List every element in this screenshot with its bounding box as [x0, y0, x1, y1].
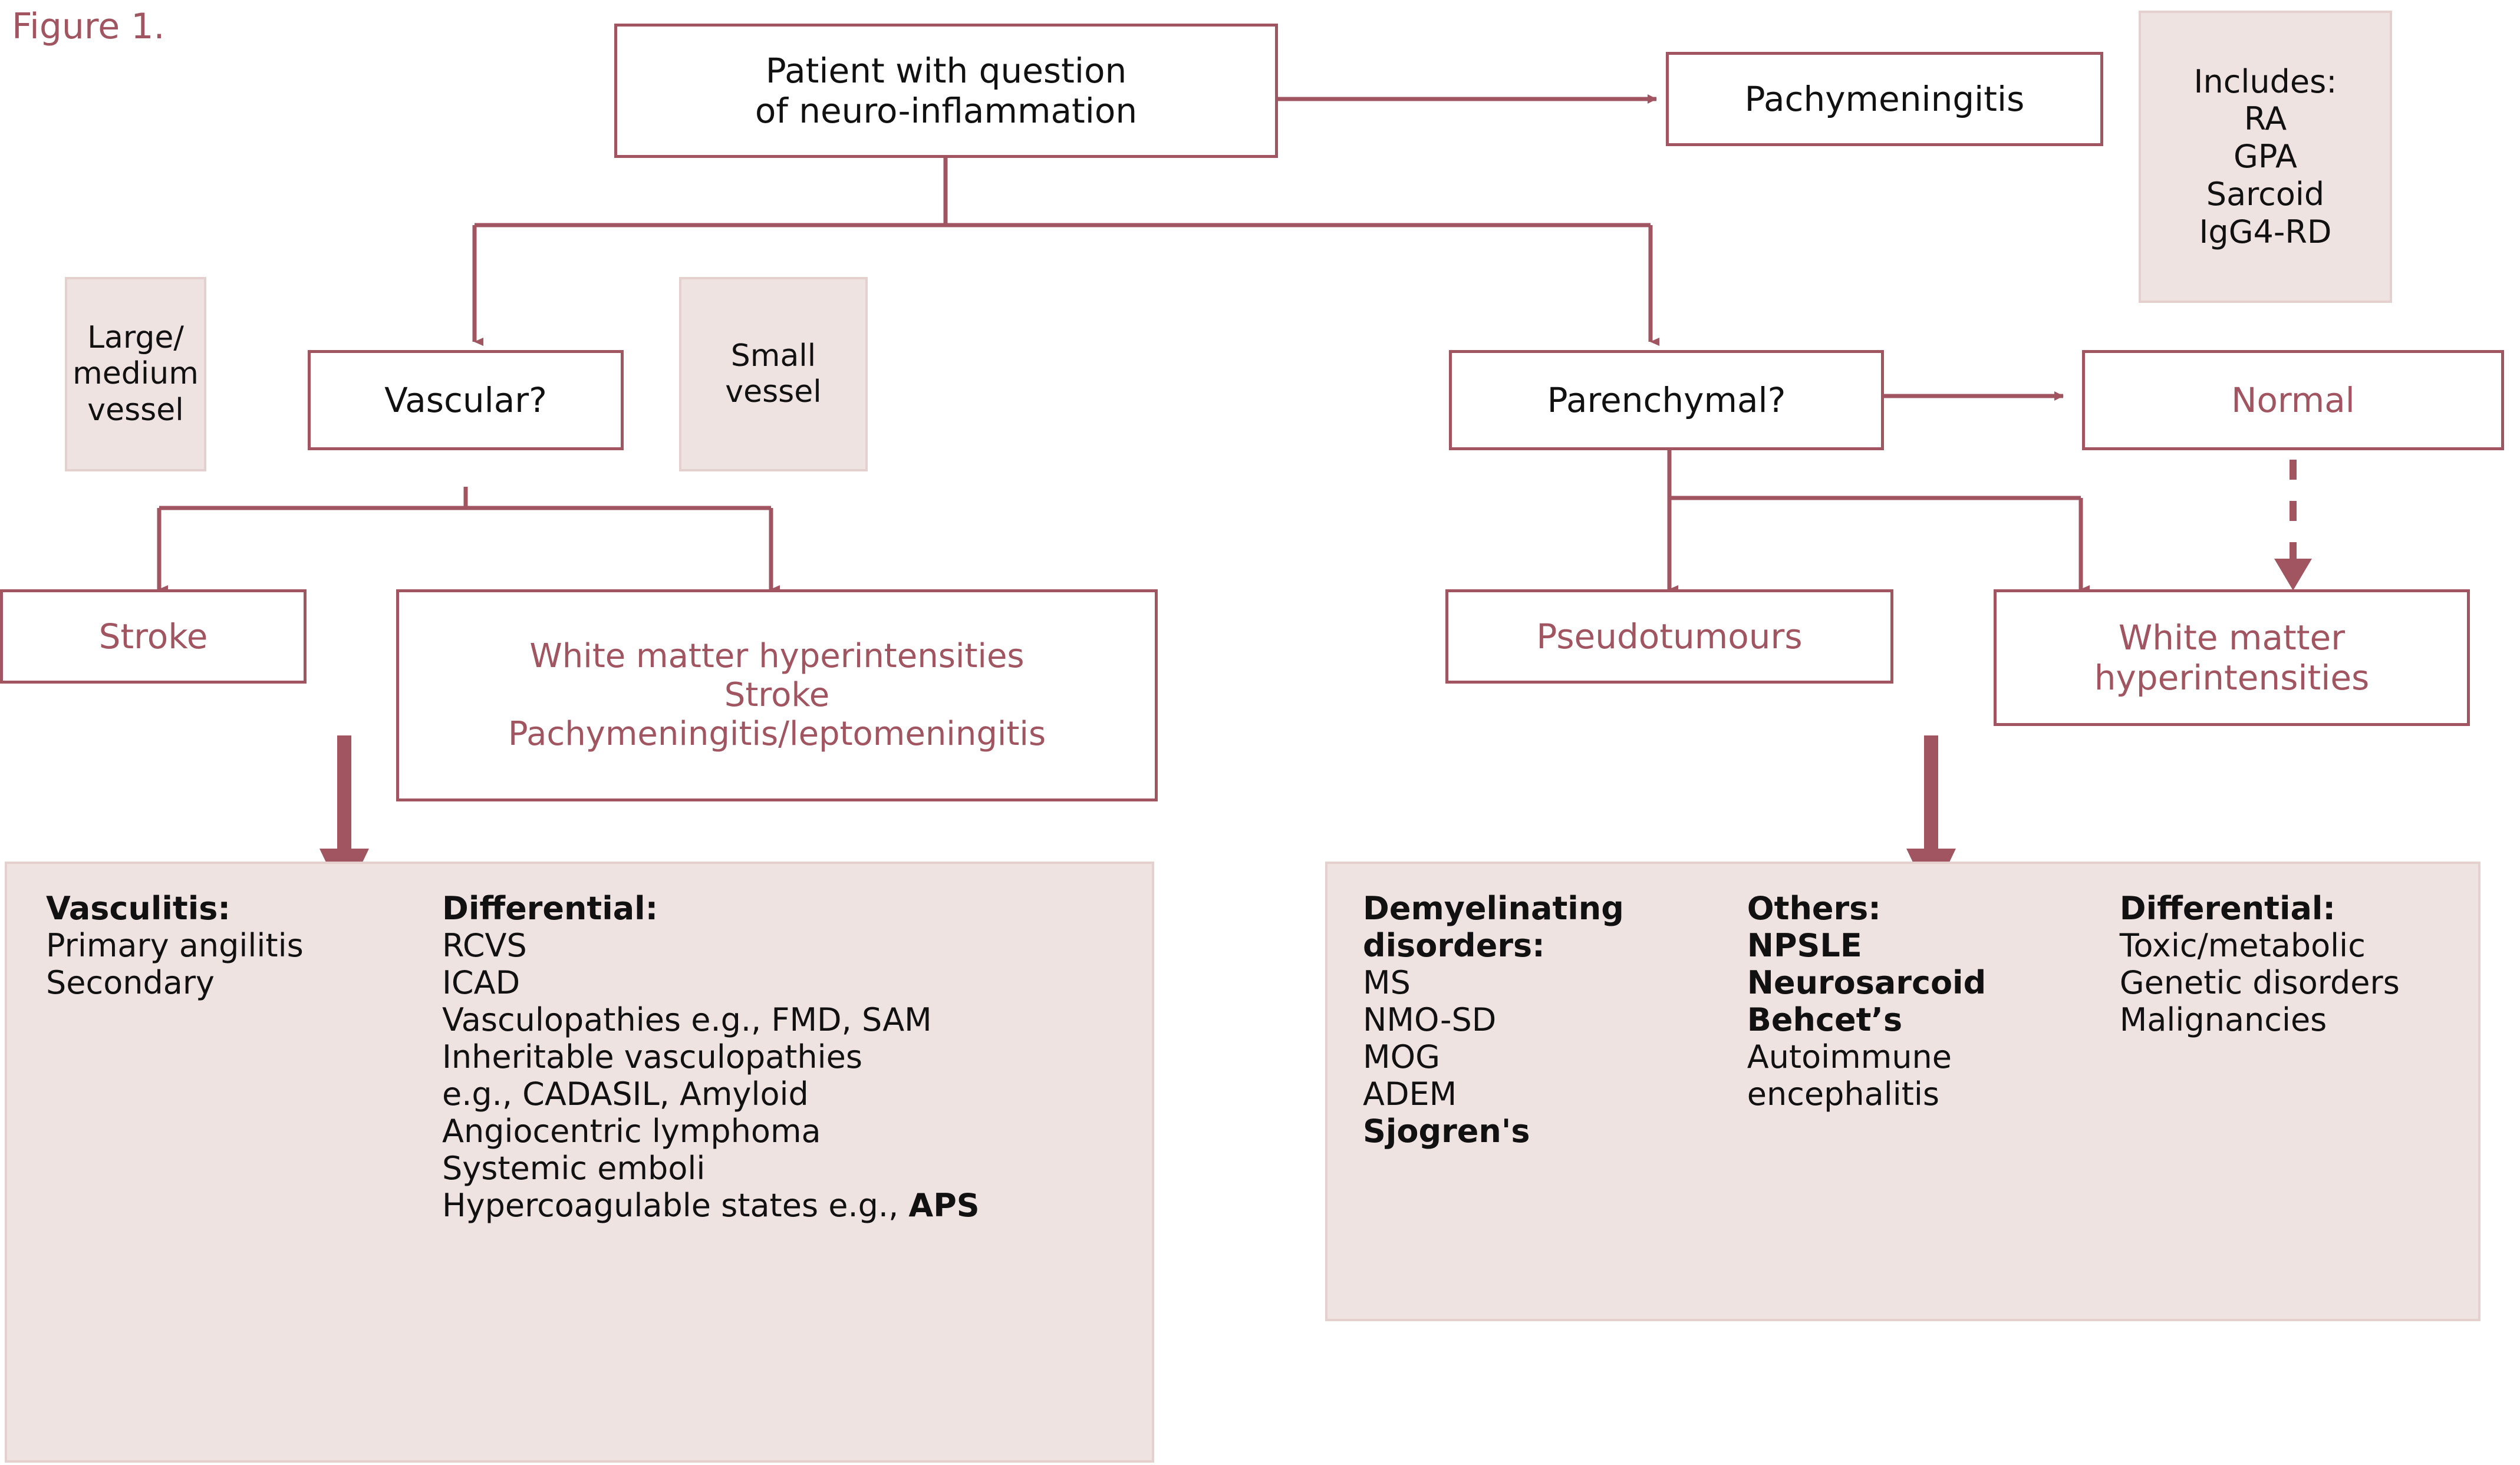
wmh-left-line3: Pachymeningitis/leptomeningitis: [508, 715, 1046, 754]
left-differential-line-0: RCVS: [442, 927, 527, 964]
left-differential-last-bold: APS: [908, 1187, 980, 1224]
node-wmh-right[interactable]: White matter hyperintensities: [1994, 589, 2470, 726]
demyelinating-heading-line2: disorders:: [1363, 927, 1545, 964]
panel-right-columns: Demyelinating disorders: MS NMO-SD MOG A…: [1325, 862, 2481, 1349]
small-vessel-line2: vessel: [725, 374, 822, 410]
demyelinating-line-1: NMO-SD: [1363, 1001, 1497, 1038]
panel-right-col-differential: Differential: Toxic/metabolic Genetic di…: [2120, 890, 2481, 1349]
wmh-right-line2: hyperintensities: [2094, 658, 2370, 698]
node-root-line2: of neuro-inflammation: [755, 91, 1138, 131]
panel-right-col-demyelinating: Demyelinating disorders: MS NMO-SD MOG A…: [1325, 890, 1747, 1349]
others-line-0: Autoimmune: [1747, 1038, 1952, 1075]
node-pachymeningitis[interactable]: Pachymeningitis: [1666, 52, 2103, 146]
others-bold-line-0: NPSLE: [1747, 927, 1862, 964]
panel-left-col-vasculitis: Vasculitis: Primary angilitis Secondary: [5, 890, 442, 1465]
small-vessel-line1: Small: [730, 338, 816, 374]
node-vascular-label: Vascular?: [384, 380, 547, 420]
node-parenchymal-label: Parenchymal?: [1547, 380, 1786, 420]
node-includes: Includes: RA GPA Sarcoid IgG4-RD: [2139, 11, 2392, 303]
includes-item-3: IgG4-RD: [2199, 213, 2332, 250]
panel-left-columns: Vasculitis: Primary angilitis Secondary …: [5, 862, 1154, 1465]
node-small-vessel: Small vessel: [679, 277, 868, 471]
node-large-medium-vessel: Large/ medium vessel: [65, 277, 206, 471]
arrowhead-normal-dashed: [2274, 559, 2312, 590]
includes-title: Includes:: [2193, 62, 2337, 100]
panel-right-col-others: Others: NPSLE Neurosarcoid Behcet’s Auto…: [1747, 890, 2120, 1349]
right-differential-line-1: Genetic disorders: [2119, 964, 2400, 1001]
node-pseudotumours[interactable]: Pseudotumours: [1445, 589, 1893, 684]
panel-parenchymal-differential: [1325, 862, 2481, 1321]
right-differential-heading: Differential:: [2119, 890, 2336, 927]
node-parenchymal[interactable]: Parenchymal?: [1449, 350, 1884, 450]
vasculitis-heading: Vasculitis:: [46, 890, 230, 927]
left-differential-line-2: Vasculopathies e.g., FMD, SAM: [442, 1001, 932, 1038]
includes-item-1: GPA: [2234, 138, 2297, 176]
wmh-left-line2: Stroke: [724, 675, 830, 714]
others-bold-line-1: Neurosarcoid: [1747, 964, 1987, 1001]
vasculitis-line-0: Primary angilitis: [46, 927, 304, 964]
left-differential-last-prefix: Hypercoagulable states e.g.,: [442, 1187, 909, 1224]
right-differential-line-2: Malignancies: [2119, 1001, 2327, 1038]
panel-vascular-differential: [5, 862, 1154, 1463]
figure-label: Figure 1.: [12, 6, 165, 47]
demyelinating-heading-line1: Demyelinating: [1363, 890, 1624, 927]
wmh-right-line1: White matter: [2118, 617, 2346, 658]
left-differential-line-6: Systemic emboli: [442, 1150, 706, 1187]
node-root-line1: Patient with question: [765, 50, 1127, 91]
node-pachymeningitis-label: Pachymeningitis: [1744, 78, 2025, 119]
left-differential-line-3: Inheritable vasculopathies: [442, 1038, 862, 1075]
node-normal[interactable]: Normal: [2082, 350, 2504, 450]
left-differential-line-4: e.g., CADASIL, Amyloid: [442, 1075, 809, 1113]
node-root[interactable]: Patient with question of neuro-inflammat…: [614, 24, 1278, 158]
node-pseudotumours-label: Pseudotumours: [1536, 616, 1803, 656]
others-line-1: encephalitis: [1747, 1075, 1940, 1113]
large-medium-vessel-line2: medium: [73, 356, 199, 392]
left-differential-line-5: Angiocentric lymphoma: [442, 1113, 821, 1150]
others-bold-line-2: Behcet’s: [1747, 1001, 1903, 1038]
node-vascular[interactable]: Vascular?: [308, 350, 624, 450]
others-heading: Others:: [1747, 890, 1881, 927]
node-stroke[interactable]: Stroke: [0, 589, 307, 684]
node-stroke-label: Stroke: [98, 616, 208, 656]
large-medium-vessel-line3: vessel: [87, 392, 184, 428]
demyelinating-bold-last: Sjogren's: [1363, 1113, 1530, 1150]
left-differential-line-1: ICAD: [442, 964, 521, 1001]
demyelinating-line-2: MOG: [1363, 1038, 1440, 1075]
wmh-left-line1: White matter hyperintensities: [529, 636, 1025, 675]
demyelinating-line-3: ADEM: [1363, 1075, 1457, 1113]
large-medium-vessel-line1: Large/: [87, 319, 184, 355]
left-differential-heading: Differential:: [442, 890, 658, 927]
right-differential-line-0: Toxic/metabolic: [2119, 927, 2366, 964]
demyelinating-line-0: MS: [1363, 964, 1411, 1001]
left-differential-line-7: Hypercoagulable states e.g., APS: [442, 1187, 1149, 1224]
includes-item-0: RA: [2244, 100, 2287, 138]
includes-item-2: Sarcoid: [2206, 175, 2325, 213]
vasculitis-line-1: Secondary: [46, 964, 215, 1001]
panel-left-col-differential: Differential: RCVS ICAD Vasculopathies e…: [442, 890, 1149, 1465]
node-normal-label: Normal: [2231, 380, 2355, 420]
node-wmh-left[interactable]: White matter hyperintensities Stroke Pac…: [396, 589, 1158, 801]
